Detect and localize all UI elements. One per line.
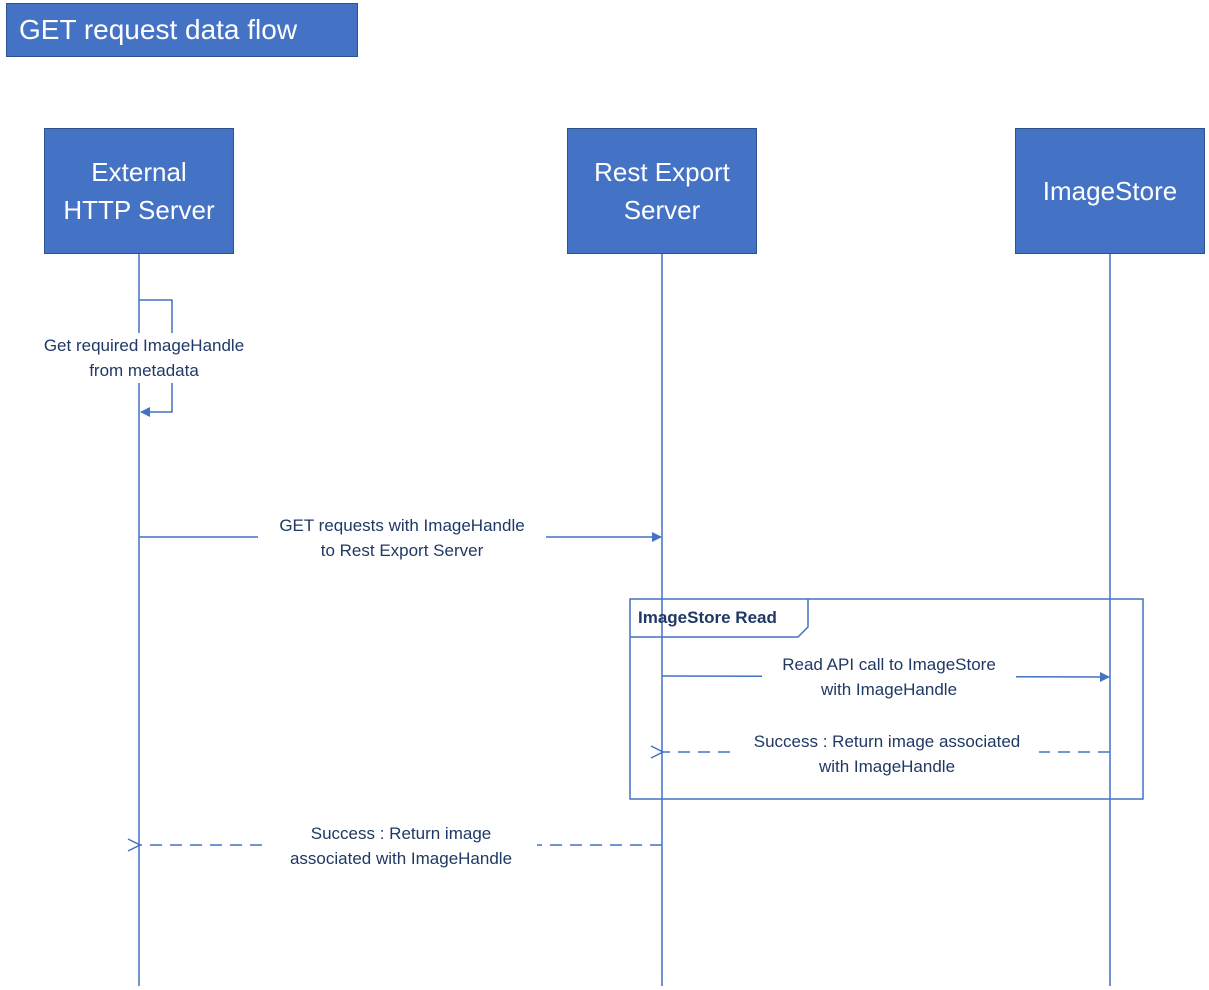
- self-call-label: Get required ImageHandle from metadata: [15, 333, 273, 383]
- final-success-label: Success : Return image associated with I…: [265, 821, 537, 871]
- frame-label: ImageStore Read: [638, 608, 777, 627]
- lifeline-external-http-server: External HTTP Server: [44, 128, 234, 254]
- get-request-label: GET requests with ImageHandle to Rest Ex…: [258, 513, 546, 563]
- diagram-title: GET request data flow: [6, 3, 358, 57]
- imagestore-read-frame: [629, 598, 1144, 800]
- store-success-label: Success : Return image associated with I…: [735, 729, 1039, 779]
- read-call-label: Read API call to ImageStore with ImageHa…: [762, 652, 1016, 702]
- lifeline-rest-export-server: Rest Export Server: [567, 128, 757, 254]
- frame-label-tab: [630, 599, 809, 638]
- lifeline-imagestore: ImageStore: [1015, 128, 1205, 254]
